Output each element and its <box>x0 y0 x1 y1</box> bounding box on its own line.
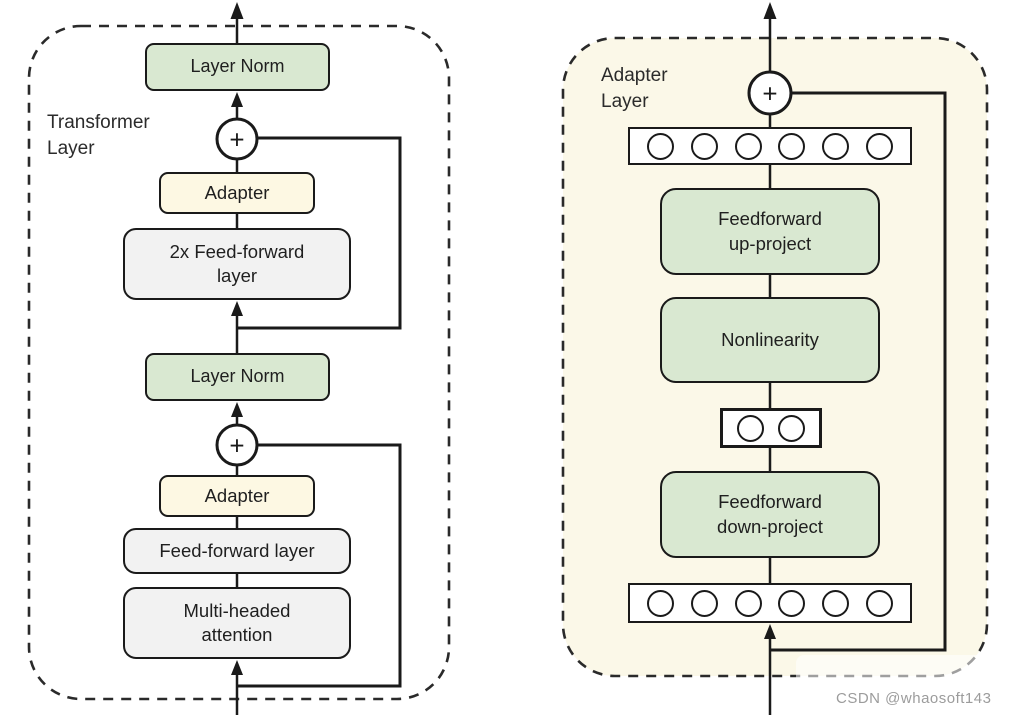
left-layernorm-arrowhead <box>231 92 243 107</box>
left-add-node-bottom <box>215 423 259 467</box>
layer-norm-bottom-label: Layer Norm <box>190 366 285 387</box>
nonlinearity-label: Nonlinearity <box>721 328 819 350</box>
feedforward-up-project-box: Feedforward up-project <box>660 188 880 275</box>
plus-icon: + <box>229 125 244 155</box>
feedforward-2x-label: 2x Feed-forward layer <box>169 240 305 286</box>
multi-headed-attention-label: Multi-headed attention <box>183 599 291 645</box>
feedforward-down-project-label: Feedforward down-project <box>717 491 823 537</box>
layer-norm-bottom-box: Layer Norm <box>145 353 330 401</box>
left-skip-connection-bottom <box>237 443 402 688</box>
nonlinearity-box: Nonlinearity <box>660 297 880 383</box>
feedforward-2x-box: 2x Feed-forward layer <box>123 228 351 300</box>
plus-icon: + <box>762 79 777 109</box>
unit-circle <box>690 589 718 617</box>
right-output-arrowhead <box>763 2 777 19</box>
right-skip-connection <box>770 91 947 652</box>
unit-circle <box>778 589 806 617</box>
transformer-layer-label: Transformer Layer <box>47 112 150 160</box>
faint-watermark-overlay <box>796 655 1004 697</box>
unit-circle <box>822 589 850 617</box>
unit-circle <box>778 132 806 160</box>
csdn-watermark: CSDN @whaosoft143 <box>836 690 992 707</box>
feedforward-down-project-box: Feedforward down-project <box>660 471 880 558</box>
feature-units-top <box>628 127 912 165</box>
unit-circle <box>866 589 894 617</box>
unit-circle <box>646 132 674 160</box>
bottleneck-units <box>720 408 822 448</box>
feedforward-layer-label: Feed-forward layer <box>159 539 315 561</box>
feature-units-bottom <box>628 583 912 623</box>
adapter-top-box: Adapter <box>159 172 315 214</box>
left-output-arrowhead <box>230 2 244 19</box>
unit-circle <box>866 132 894 160</box>
adapter-top-label: Adapter <box>204 181 270 203</box>
multi-headed-attention-box: Multi-headed attention <box>123 587 351 659</box>
adapter-bottom-label: Adapter <box>204 484 270 506</box>
adapter-bottom-box: Adapter <box>159 475 315 517</box>
left-layernorm2-arrowhead <box>231 402 243 417</box>
feedforward-up-project-label: Feedforward up-project <box>718 208 822 254</box>
adapter-layer-label: Adapter Layer <box>601 65 668 113</box>
unit-circle <box>778 414 805 442</box>
transformer-layer-boundary <box>27 24 451 701</box>
unit-circle <box>734 589 762 617</box>
unit-circle <box>737 414 764 442</box>
unit-circle <box>690 132 718 160</box>
left-attention-arrowhead <box>231 660 243 675</box>
layer-norm-top-label: Layer Norm <box>190 56 285 77</box>
left-add-node-top <box>215 117 259 161</box>
right-input-arrowhead <box>764 624 776 639</box>
unit-circle <box>734 132 762 160</box>
unit-circle <box>822 132 850 160</box>
right-add-node <box>747 70 793 116</box>
left-skip-connection-top <box>237 136 402 330</box>
layer-norm-top-box: Layer Norm <box>145 43 330 91</box>
unit-circle <box>646 589 674 617</box>
feedforward-layer-box: Feed-forward layer <box>123 528 351 574</box>
left-feedforward-arrowhead <box>231 301 243 316</box>
plus-icon: + <box>229 431 244 461</box>
